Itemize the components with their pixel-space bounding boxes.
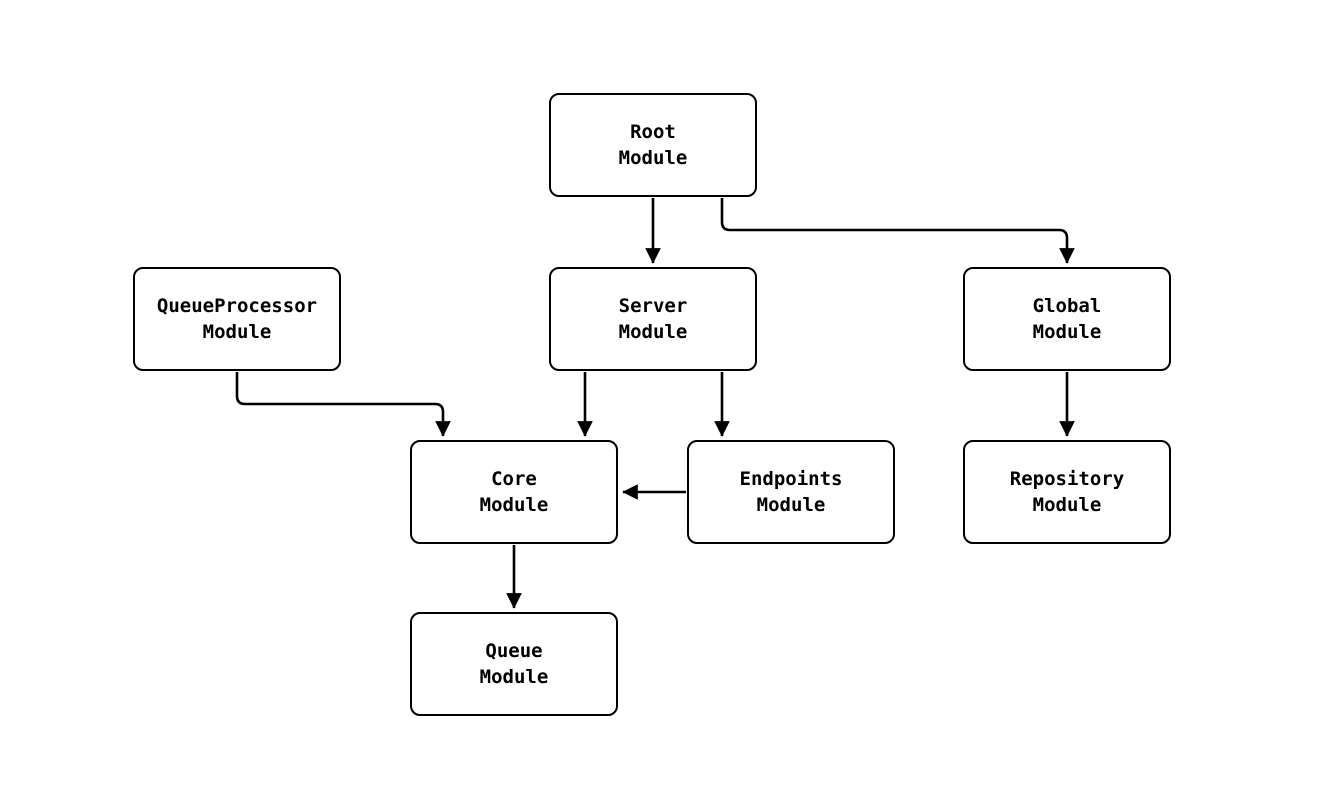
node-endpoints-module-label: Endpoints Module [739,468,843,516]
edge-root-to-global [720,198,1075,264]
node-server-module-label: Server Module [618,295,688,343]
node-queueprocessor-module-label: QueueProcessor Module [156,295,318,343]
node-core-module: Core Module [410,440,618,544]
node-queue-module-label: Queue Module [479,640,549,688]
node-global-module: Global Module [963,267,1171,371]
node-root-module: Root Module [549,93,757,197]
node-endpoints-module: Endpoints Module [687,440,895,544]
node-queue-module: Queue Module [410,612,618,716]
node-queueprocessor-module: QueueProcessor Module [133,267,341,371]
node-core-module-label: Core Module [479,468,549,516]
node-global-module-label: Global Module [1032,295,1102,343]
edge-queueprocessor-to-core [235,372,451,437]
node-root-module-label: Root Module [618,121,688,169]
node-repository-module-label: Repository Module [1009,468,1125,516]
node-repository-module: Repository Module [963,440,1171,544]
node-server-module: Server Module [549,267,757,371]
